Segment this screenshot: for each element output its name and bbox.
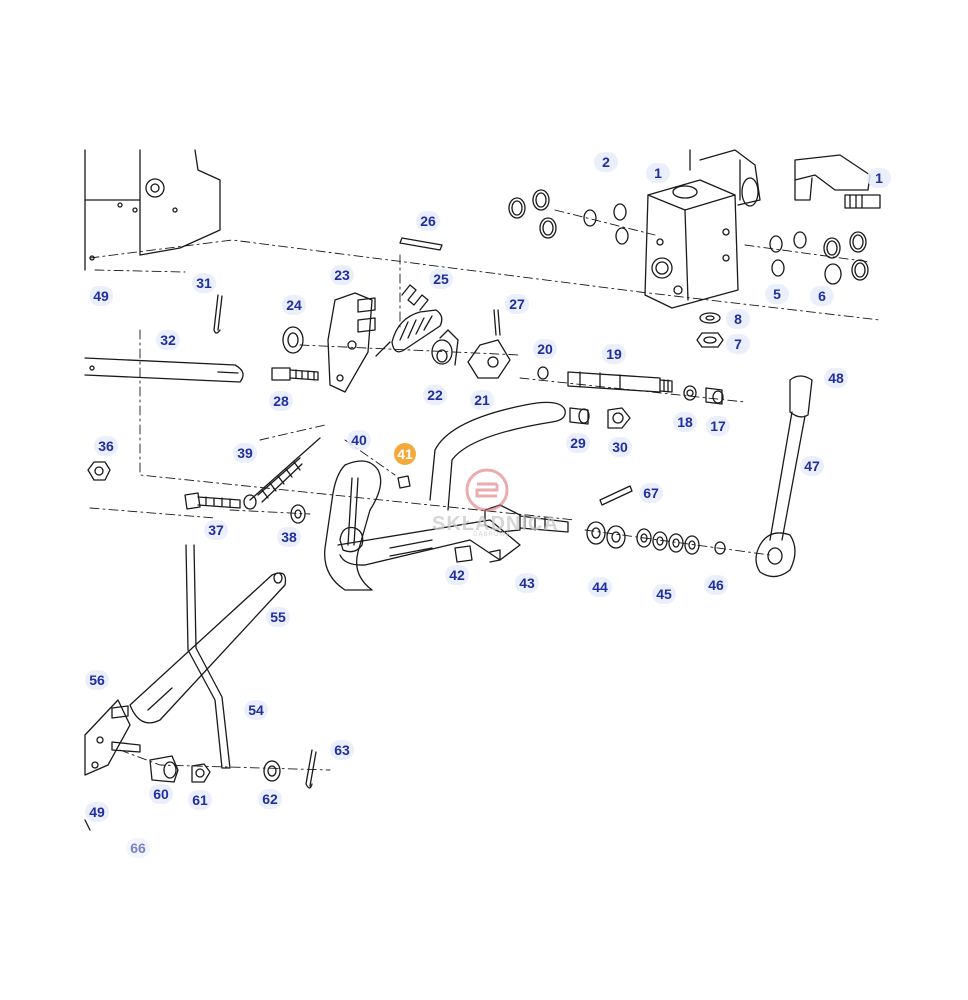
bracket-56 xyxy=(84,699,141,776)
ring-20 xyxy=(537,366,549,380)
nut-36 xyxy=(87,461,111,481)
bolt-37 xyxy=(184,492,241,510)
valve-block xyxy=(644,149,761,309)
watermark-subtext: DĄBROWA xyxy=(473,532,511,538)
part-label-43[interactable]: 43 xyxy=(515,573,539,593)
washers-45 xyxy=(636,528,700,555)
part-label-49a[interactable]: 49 xyxy=(89,286,113,306)
part-label-1b[interactable]: 1 xyxy=(867,168,891,188)
ring-46 xyxy=(714,541,726,555)
part-label-2[interactable]: 2 xyxy=(594,152,618,172)
washers-44 xyxy=(586,521,626,549)
nut-38 xyxy=(290,504,306,524)
part-label-28[interactable]: 28 xyxy=(269,391,293,411)
arm-43 xyxy=(337,401,566,566)
lever-21 xyxy=(467,309,511,379)
part-label-5[interactable]: 5 xyxy=(765,284,789,304)
nut-washer-7-8 xyxy=(696,312,724,348)
plate-23 xyxy=(327,292,376,393)
part-label-26[interactable]: 26 xyxy=(416,211,440,231)
seal-rings-top xyxy=(508,189,869,285)
pin-26 xyxy=(399,237,443,251)
part-label-7[interactable]: 7 xyxy=(726,334,750,354)
part-label-20[interactable]: 20 xyxy=(533,339,557,359)
part-label-21[interactable]: 21 xyxy=(470,390,494,410)
part-label-1a[interactable]: 1 xyxy=(646,163,670,183)
part-label-27[interactable]: 27 xyxy=(505,294,529,314)
bracket-right xyxy=(794,154,881,209)
part-label-31[interactable]: 31 xyxy=(192,273,216,293)
part-label-29[interactable]: 29 xyxy=(566,433,590,453)
housing-frame xyxy=(84,149,221,271)
part-label-41-highlighted[interactable]: 41 xyxy=(394,443,416,465)
part-label-22[interactable]: 22 xyxy=(423,385,447,405)
part-label-42[interactable]: 42 xyxy=(445,565,469,585)
part-label-30[interactable]: 30 xyxy=(608,437,632,457)
part-label-67[interactable]: 67 xyxy=(639,483,663,503)
part-label-8[interactable]: 8 xyxy=(726,309,750,329)
watermark-text: SKŁADNICA xyxy=(432,513,559,535)
part-label-32[interactable]: 32 xyxy=(156,330,180,350)
rod-54 xyxy=(185,544,231,769)
clip-22 xyxy=(431,329,459,366)
part-label-23[interactable]: 23 xyxy=(330,265,354,285)
washer-24 xyxy=(282,326,304,354)
cotter-pin-31 xyxy=(213,294,223,334)
hand-lever-47 xyxy=(755,375,813,578)
part-label-37[interactable]: 37 xyxy=(204,520,228,540)
bushings-17-18 xyxy=(683,385,724,405)
part-label-62[interactable]: 62 xyxy=(258,789,282,809)
shaft-19 xyxy=(567,371,673,393)
part-label-48[interactable]: 48 xyxy=(824,368,848,388)
part-label-40[interactable]: 40 xyxy=(347,430,371,450)
spacers-29-30 xyxy=(569,407,631,429)
part-label-56[interactable]: 56 xyxy=(85,670,109,690)
pin-67 xyxy=(599,485,633,506)
part-label-44[interactable]: 44 xyxy=(588,577,612,597)
part-label-39[interactable]: 39 xyxy=(233,443,257,463)
part-label-63[interactable]: 63 xyxy=(330,740,354,760)
part-label-49b[interactable]: 49 xyxy=(85,802,109,822)
spring-39 xyxy=(243,437,321,510)
part-label-55[interactable]: 55 xyxy=(266,607,290,627)
bolt-42 xyxy=(454,545,501,563)
frame-edge-bottom xyxy=(84,819,91,831)
screw-41 xyxy=(397,475,411,489)
rod-32 xyxy=(84,357,244,383)
part-label-6[interactable]: 6 xyxy=(810,286,834,306)
part-label-54[interactable]: 54 xyxy=(244,700,268,720)
part-label-18[interactable]: 18 xyxy=(673,412,697,432)
spring-25 xyxy=(375,284,443,357)
assembly-axis-lines xyxy=(89,209,881,771)
part-label-24[interactable]: 24 xyxy=(282,295,306,315)
part-label-38[interactable]: 38 xyxy=(277,527,301,547)
part-label-47[interactable]: 47 xyxy=(800,456,824,476)
part-label-60[interactable]: 60 xyxy=(149,784,173,804)
part-label-36[interactable]: 36 xyxy=(94,436,118,456)
part-label-61[interactable]: 61 xyxy=(188,790,212,810)
part-label-17[interactable]: 17 xyxy=(706,416,730,436)
part-label-25[interactable]: 25 xyxy=(429,269,453,289)
part-label-66[interactable]: 66 xyxy=(126,838,150,858)
link-55 xyxy=(129,572,287,724)
quadrant-40 xyxy=(324,460,382,591)
part-label-46[interactable]: 46 xyxy=(704,575,728,595)
bolt-28 xyxy=(271,367,319,381)
part-label-45[interactable]: 45 xyxy=(652,584,676,604)
parts-60-63 xyxy=(149,749,317,789)
part-label-19[interactable]: 19 xyxy=(602,344,626,364)
watermark-logo xyxy=(465,468,509,512)
